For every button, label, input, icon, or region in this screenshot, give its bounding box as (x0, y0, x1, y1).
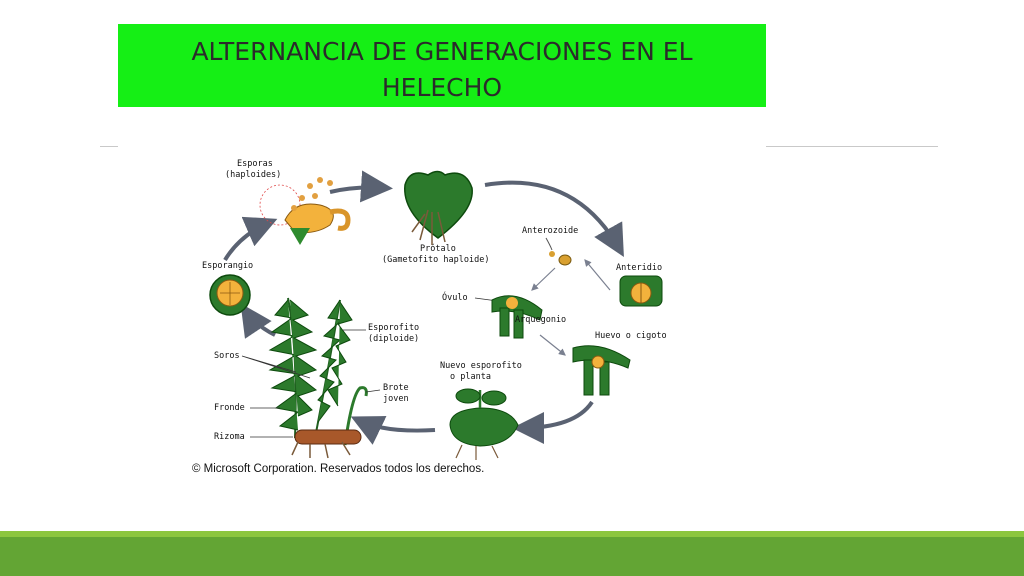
label-huevo: Huevo o cigoto (595, 331, 667, 341)
label-rizoma: Rizoma (214, 432, 245, 442)
label-nuevo: Nuevo esporofito (440, 361, 522, 371)
fern-life-cycle-diagram: Esporas (haploides) Prótalo (Gametofito … (192, 159, 667, 475)
label-esporas: Esporas (237, 159, 273, 169)
prothallus-illustration (404, 170, 473, 245)
label-arquegonio: Arquegonio (515, 315, 566, 325)
label-fronde: Fronde (214, 403, 245, 413)
footer-bar (0, 537, 1024, 576)
cycle-arrow-fern-to-sporangium (240, 303, 276, 339)
label-anterozoide: Anterozoide (522, 226, 578, 236)
archegonium-illustration (491, 295, 543, 339)
label-esporangio: Esporangio (202, 261, 253, 271)
antheridium-illustration (619, 275, 663, 307)
label-brote: Brote (383, 383, 409, 393)
anterozoid-illustration (545, 237, 572, 266)
label-gametofito: (Gametofito haploide) (382, 255, 489, 265)
label-haploides: (haploides) (225, 170, 281, 180)
arrow-antheridium-to-anterozoid (584, 259, 611, 291)
label-esporofito: Esporofito (368, 323, 419, 333)
new-sporophyte-illustration (449, 388, 519, 460)
label-soros: Soros (214, 351, 240, 361)
label-joven: joven (383, 394, 409, 404)
arrow-anterozoid-to-ovule (531, 267, 556, 291)
cycle-arrow-spores-to-prothallus (329, 170, 393, 203)
sporangium-illustration (209, 274, 251, 316)
arrow-archegonium-to-zygote (539, 334, 566, 356)
slide-title: ALTERNANCIA DE GENERACIONES EN EL HELECH… (118, 34, 766, 106)
fern-sporophyte-illustration (268, 297, 368, 459)
cycle-arrow-sporangium-to-spores (223, 216, 278, 262)
soros-leader-lines (241, 355, 311, 379)
title-line-1: ALTERNANCIA DE GENERACIONES EN EL (191, 37, 693, 66)
cycle-arrow-prothallus-to-antheridium (484, 180, 624, 257)
footer-accent-stripe (0, 531, 1024, 537)
spores-illustration (259, 177, 351, 245)
label-anteridio: Anteridio (616, 263, 662, 273)
divider-left (100, 146, 118, 147)
brote-leader-line (365, 389, 381, 393)
title-line-2: HELECHO (381, 73, 503, 102)
title-banner: ALTERNANCIA DE GENERACIONES EN EL HELECH… (118, 24, 766, 107)
cycle-arrow-zygote-to-new-sporophyte (512, 400, 594, 444)
zygote-illustration (572, 345, 631, 396)
label-ovulo: Óvulo (442, 291, 468, 303)
label-protalo: Prótalo (420, 243, 456, 254)
cycle-arrow-new-plant-to-fern (350, 415, 436, 445)
label-diploide: (diploide) (368, 334, 419, 344)
copyright-notice: © Microsoft Corporation. Reservados todo… (192, 463, 484, 475)
label-planta: o planta (450, 372, 491, 382)
divider-right (766, 146, 938, 147)
